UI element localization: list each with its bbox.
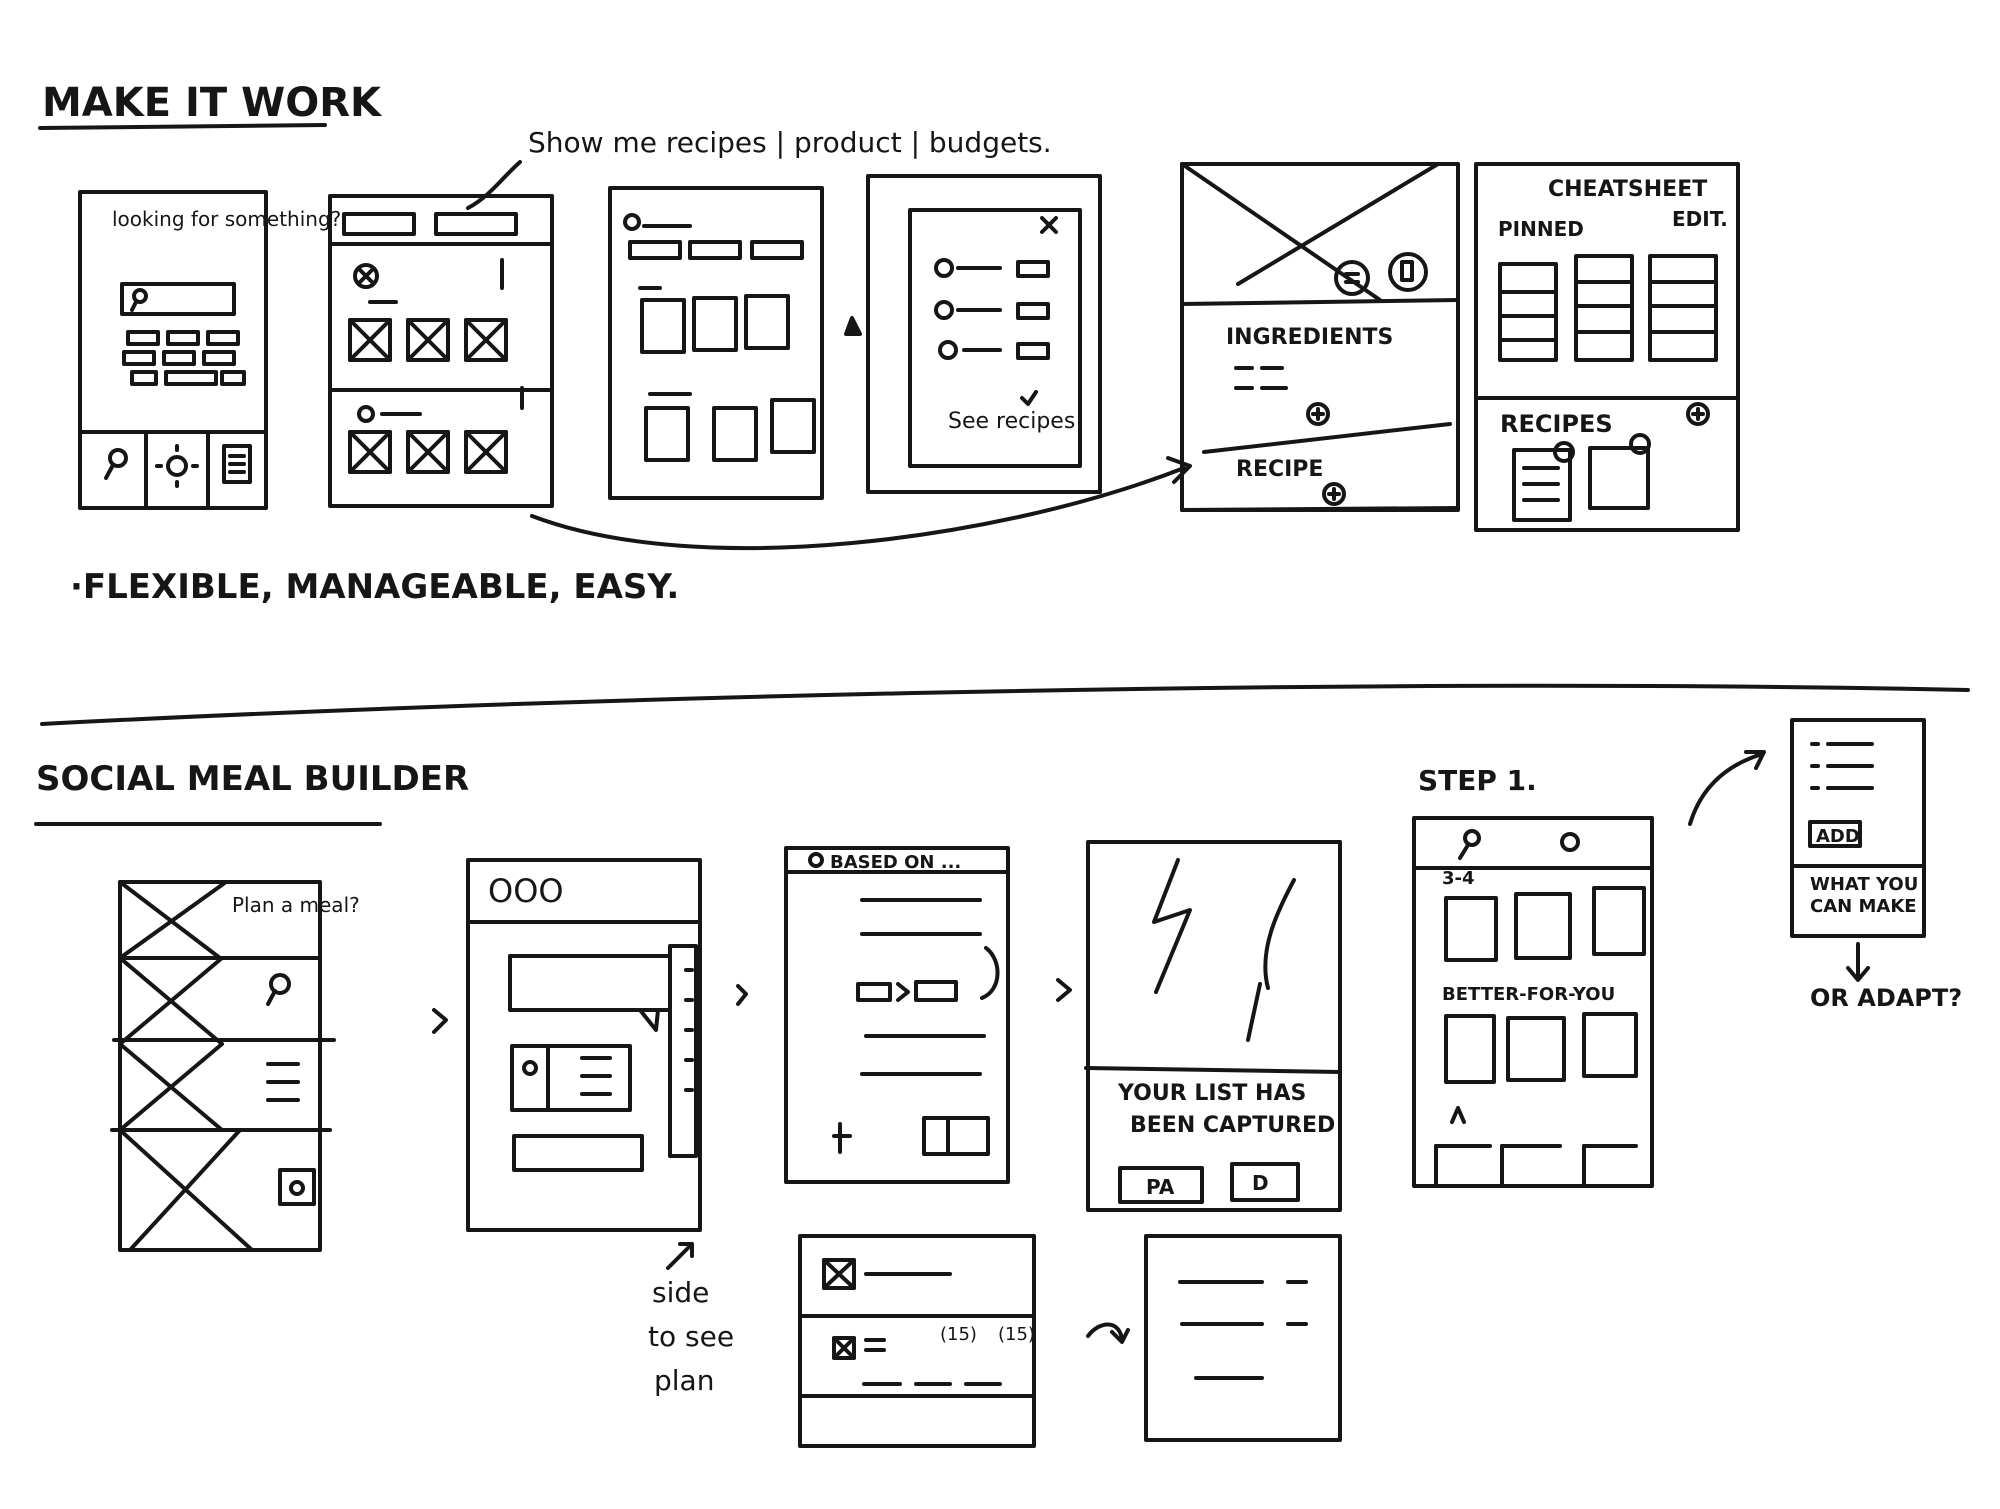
plan-meal-prompt: Plan a meal? (232, 893, 360, 917)
pinned-label: PINNED (1498, 217, 1584, 241)
what-you-can-make-2: CAN MAKE (1810, 896, 1917, 917)
search-prompt: looking for something? (112, 207, 341, 231)
bottom-section: SOCIAL MEAL BUILDER Plan a meal? (34, 718, 1962, 1448)
d-button (1230, 1162, 1300, 1202)
side-note-2: to see (648, 1320, 734, 1353)
recipe-heading: RECIPE (1236, 457, 1323, 482)
arrow-to-filter (844, 316, 862, 336)
captured-message-1: YOUR LIST HAS (1117, 1081, 1306, 1106)
pa-button-label: PA (1146, 1175, 1175, 1199)
side-note-3: plan (654, 1364, 714, 1397)
wireframe-based-on: BASED ON ... (784, 846, 1010, 1184)
wireframe-product-grid (608, 186, 824, 500)
wireframe-list-captured: YOUR LIST HAS BEEN CAPTURED PA D (1084, 840, 1342, 1212)
section-title-social-meal-builder: SOCIAL MEAL BUILDER (36, 759, 469, 799)
side-plan-panel (668, 944, 698, 1158)
tab-search-icon (104, 448, 128, 480)
wireframe-plan-panel: (15) (15) (798, 1234, 1036, 1448)
or-adapt-note: OR ADAPT? (1810, 984, 1962, 1012)
wireframe-search-screen: looking for something? (78, 190, 341, 510)
add-button-label: ADD (1816, 826, 1860, 847)
tagline: ·FLEXIBLE, MANAGEABLE, EASY. (70, 567, 679, 607)
side-note-1: side (652, 1276, 709, 1309)
camera-icon (278, 1168, 316, 1206)
wireframe-cheatsheet: CHEATSHEET PINNED EDIT. RECIPES (1474, 162, 1740, 532)
d-button-label: D (1252, 1171, 1269, 1195)
based-on-header: BASED ON ... (830, 852, 961, 873)
wireframe-what-you-can-make: ADD WHAT YOU CAN MAKE (1790, 718, 1926, 938)
star-icon (1450, 1106, 1466, 1124)
edit-label: EDIT. (1672, 207, 1728, 231)
wireframe-shopping-list (1144, 1234, 1342, 1442)
search-input (120, 282, 236, 316)
step-label: STEP 1. (1418, 764, 1537, 797)
wireframe-plan-meal: Plan a meal? (110, 880, 360, 1252)
better-for-you-label: BETTER-FOR-YOU (1442, 984, 1615, 1005)
add-button (1808, 820, 1862, 848)
section-title-make-it-work: MAKE IT WORK (42, 80, 383, 126)
wireframe-step-one: 3-4 BETTER-FOR-YOU (1412, 816, 1654, 1188)
wireframe-social-chat: OOO (466, 858, 702, 1232)
recipes-heading: RECIPES (1500, 410, 1613, 438)
wireframe-results-screen (328, 194, 554, 508)
flow-arrow (530, 466, 1186, 550)
annotation-line1: Show me recipes | product | budgets. (528, 126, 1052, 159)
range-label: 3-4 (1442, 868, 1475, 889)
tab-sun-icon (155, 444, 199, 488)
search-icon (130, 288, 148, 312)
close-icon (353, 263, 379, 289)
ingredients-heading: INGREDIENTS (1226, 325, 1393, 350)
plan-badge-1: (15) (940, 1324, 977, 1345)
cheatsheet-title: CHEATSHEET (1548, 177, 1707, 202)
wireframe-filter-modal: See recipes (866, 174, 1102, 494)
section-divider (40, 683, 1970, 726)
see-recipes-button: See recipes (948, 409, 1075, 434)
dots-indicator: OOO (488, 872, 564, 910)
tab-list-icon (222, 444, 252, 484)
top-section: MAKE IT WORK looking for something? Show… (38, 80, 1740, 607)
what-you-can-make-1: WHAT YOU (1810, 874, 1918, 895)
pa-button (1118, 1166, 1204, 1204)
captured-message-2: BEEN CAPTURED (1130, 1113, 1335, 1138)
plan-badge-2: (15) (998, 1324, 1035, 1345)
wireframe-recipe-detail: INGREDIENTS RECIPE (1180, 162, 1460, 512)
